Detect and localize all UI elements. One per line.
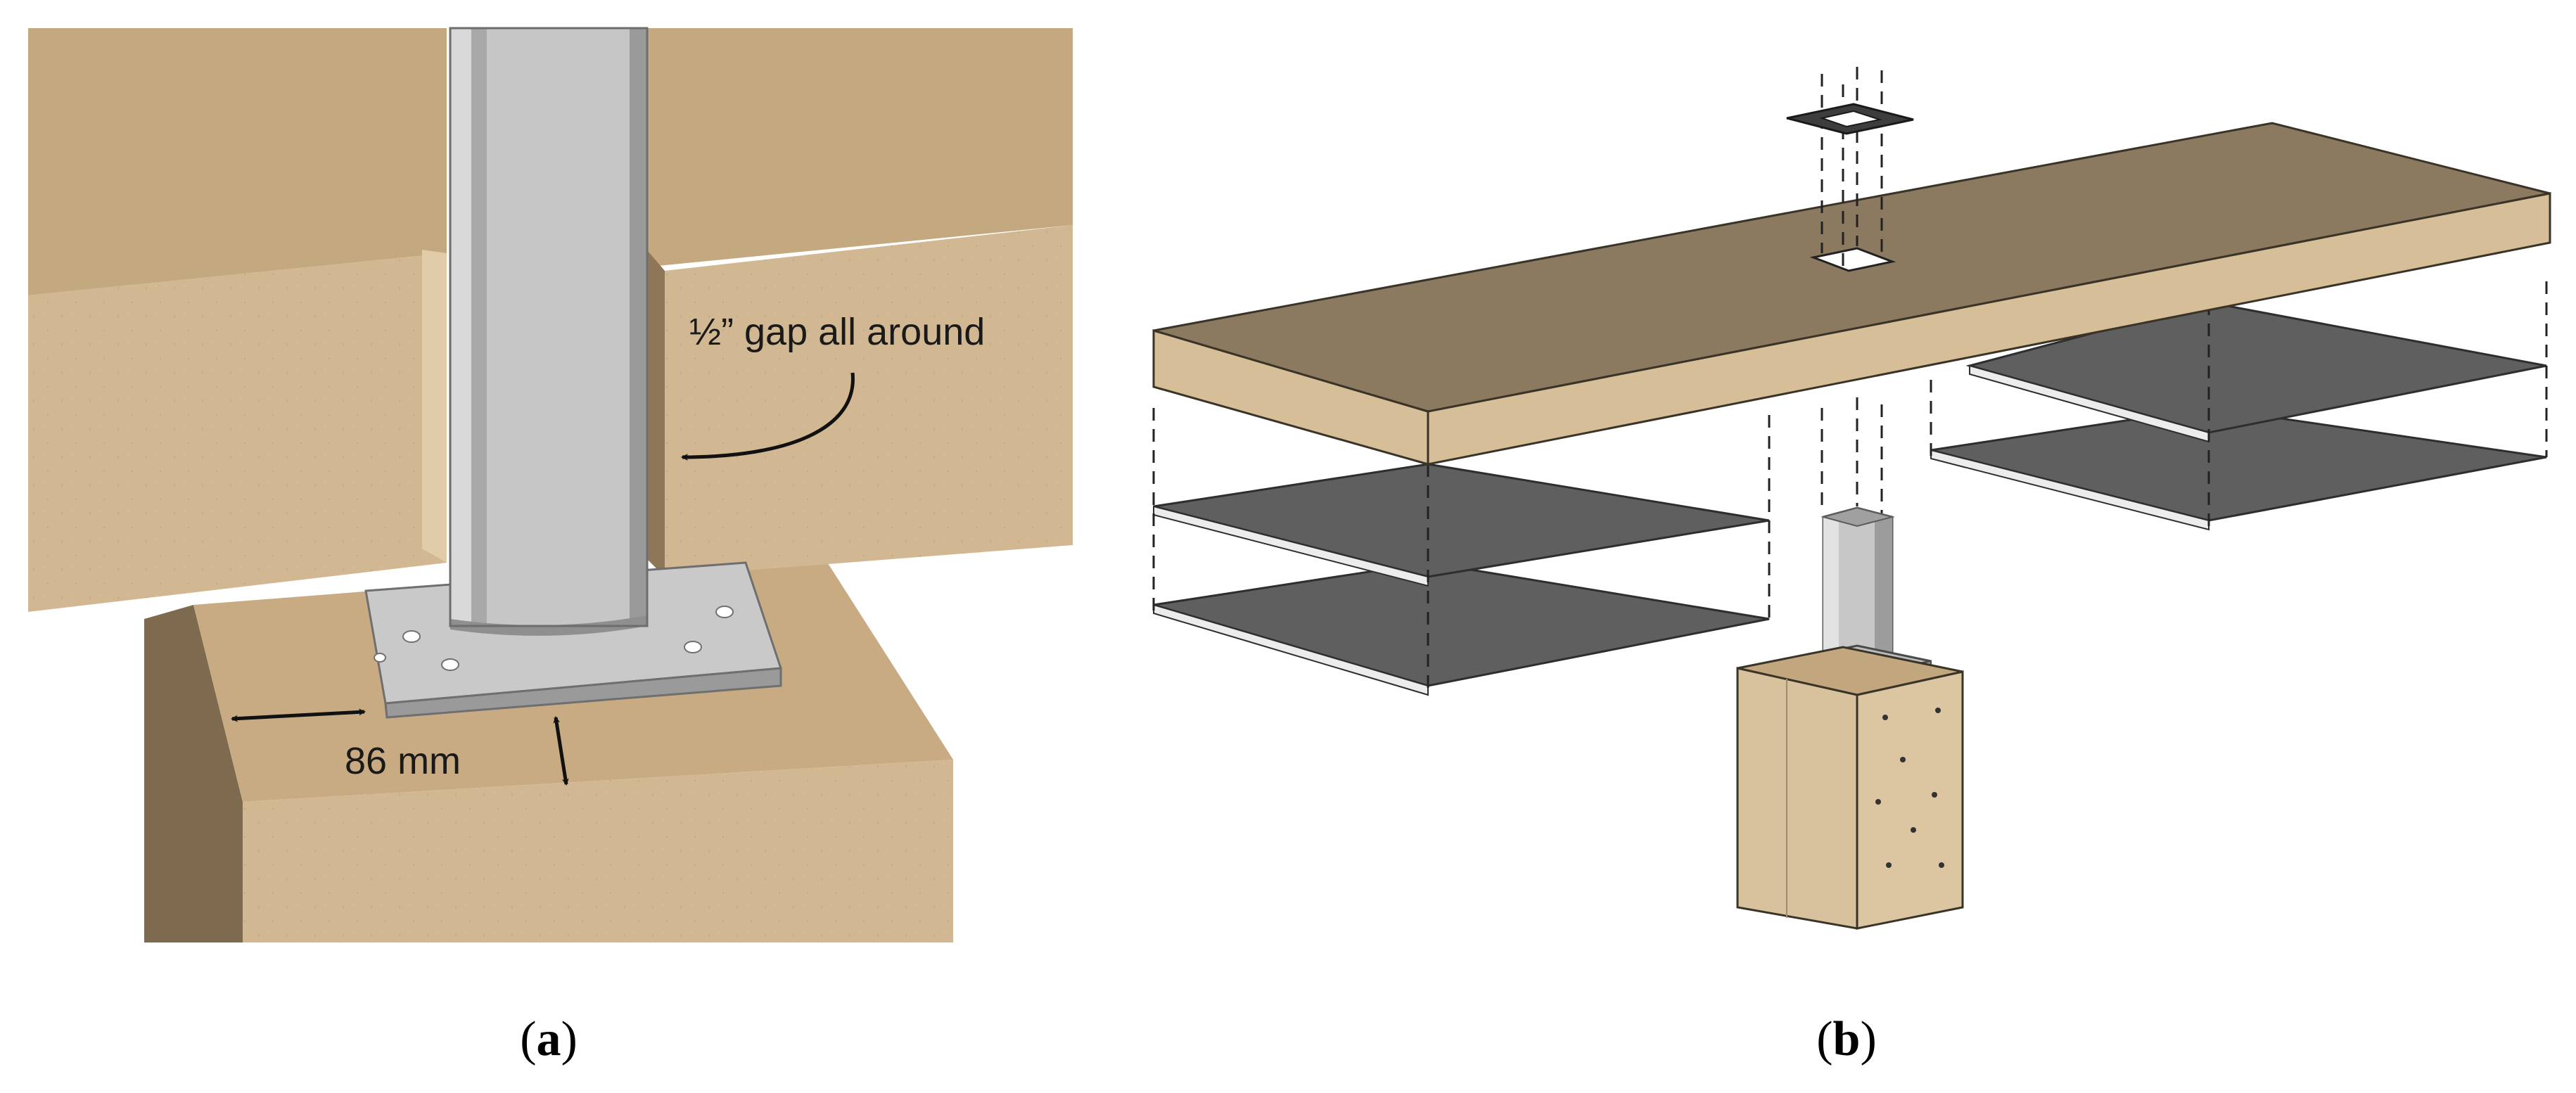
top-cap-plate — [1786, 103, 1914, 135]
column-guide-lines — [1821, 67, 1883, 520]
panel-b-caption-letter: b — [1833, 1012, 1861, 1066]
slab-side-face — [1427, 192, 2551, 466]
dimension-arrow-vertical — [553, 716, 569, 786]
upper-slab-right-front — [665, 225, 1073, 577]
panel-a-caption-letter: a — [537, 1012, 561, 1066]
upper-slab-left-top — [28, 28, 447, 295]
panel-a-caption: (a) — [520, 1012, 578, 1066]
gap-annotation-arrow — [681, 372, 855, 461]
lower-block-front — [243, 760, 953, 942]
upper-slab-right-gap-face — [644, 246, 665, 577]
upper-slab-right-top — [644, 28, 1073, 267]
panel-b-exploded-view — [1152, 67, 2551, 930]
upper-slab-left-gap-face — [422, 250, 447, 563]
slab-column-hole — [1809, 247, 1896, 272]
left-panel-stack — [1152, 408, 1771, 696]
gap-annotation: ½” gap all around — [689, 311, 985, 353]
lower-block-side — [144, 605, 243, 942]
dimension-arrow-horizontal — [231, 708, 366, 722]
panel-a-detail: ½” gap all around 86 mm — [28, 27, 1073, 942]
timber-footing — [1736, 646, 1964, 930]
steel-column — [449, 27, 649, 636]
right-panel-stack — [1930, 281, 2548, 531]
panel-b-caption: (b) — [1816, 1012, 1877, 1066]
dimension-label: 86 mm — [345, 740, 461, 782]
clt-slab — [1152, 122, 2551, 466]
upper-slab-left-front — [28, 253, 447, 612]
